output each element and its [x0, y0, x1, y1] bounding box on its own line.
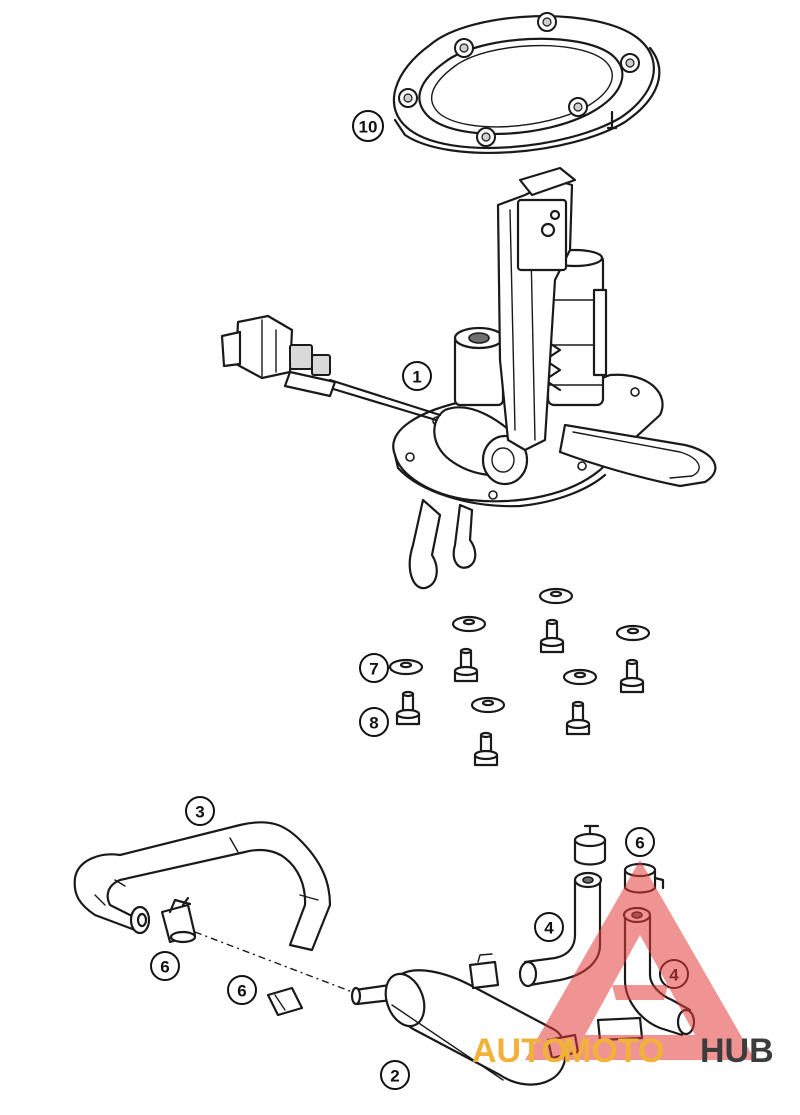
- part-1-fuel-pump-assembly: [220, 166, 717, 590]
- part-6-clip-left: [160, 896, 197, 944]
- callout-6-left: 6: [150, 951, 180, 981]
- callout-2: 2: [380, 1060, 410, 1090]
- callout-3: 3: [185, 796, 215, 826]
- watermark-wordmark: AUTO MOTO HUB: [472, 1032, 774, 1070]
- part-10-gasket: [392, 12, 661, 154]
- svg-text:2: 2: [390, 1067, 399, 1086]
- callout-6-right: 6: [625, 827, 655, 857]
- callout-10: 10: [352, 110, 384, 142]
- part-6-clip-loose: [266, 986, 304, 1017]
- callout-7: 7: [359, 653, 389, 683]
- svg-text:6: 6: [635, 834, 644, 853]
- svg-text:HUB: HUB: [700, 1032, 774, 1070]
- svg-text:MOTO: MOTO: [563, 1032, 664, 1070]
- part-6-clip-filter: [468, 953, 500, 990]
- svg-text:6: 6: [237, 982, 246, 1001]
- callout-8: 8: [359, 707, 389, 737]
- svg-text:6: 6: [160, 958, 169, 977]
- svg-text:AUTO: AUTO: [472, 1032, 568, 1070]
- callout-6-lower: 6: [227, 975, 257, 1005]
- part-8-bolts: [395, 618, 645, 767]
- automotohub-watermark: [525, 860, 755, 1060]
- watermark-triangle: [525, 860, 755, 1060]
- svg-text:1: 1: [412, 368, 421, 387]
- part-7-washers: [388, 587, 651, 714]
- svg-text:7: 7: [369, 660, 378, 679]
- assembly-line: [194, 931, 356, 994]
- callout-4-upper: 4: [534, 912, 564, 942]
- part-3-hose: [73, 821, 332, 952]
- svg-text:3: 3: [195, 803, 204, 822]
- callout-1: 1: [402, 361, 432, 391]
- svg-text:10: 10: [359, 118, 378, 137]
- svg-text:8: 8: [369, 714, 378, 733]
- part-6-clip-upper-right: [573, 824, 607, 866]
- svg-text:4: 4: [544, 919, 554, 938]
